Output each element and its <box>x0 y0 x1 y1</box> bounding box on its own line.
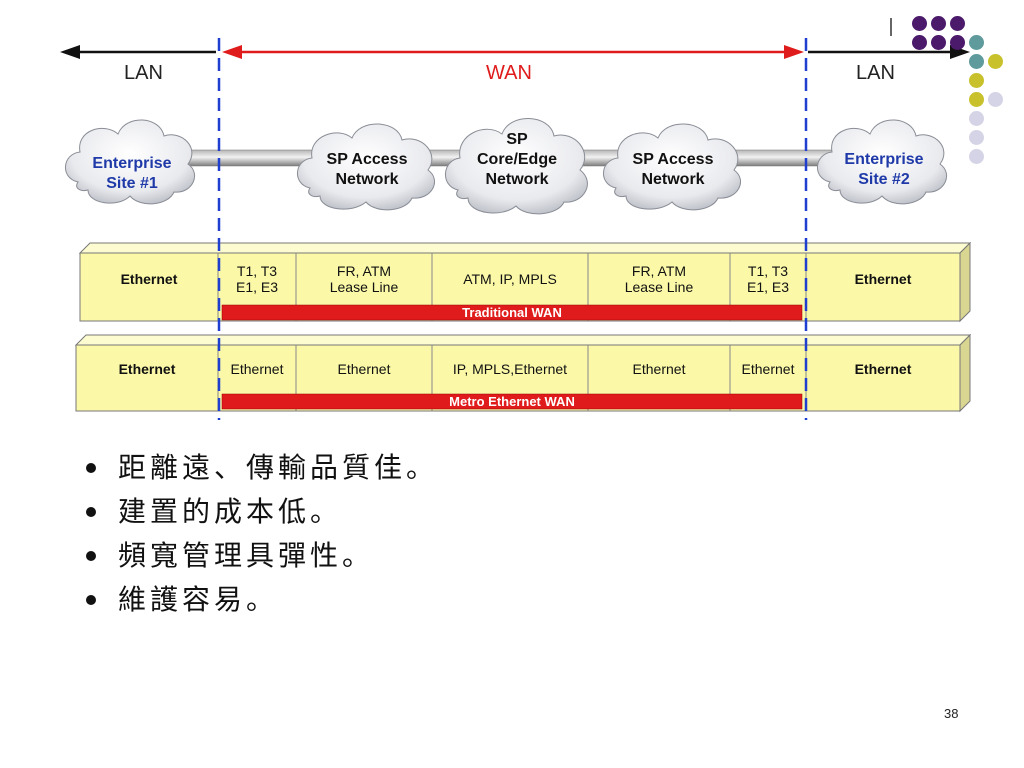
lan-right-arrow <box>808 45 970 59</box>
decor-dot-lavender <box>969 130 984 145</box>
metro-cell: Ethernet <box>118 361 176 377</box>
bullet-icon <box>86 595 96 605</box>
cloud-label-enterprise-site-1: Enterprise Site #1 <box>92 155 172 192</box>
traditional-cell: Ethernet <box>854 271 912 287</box>
traditional-cell: FR, ATM Lease Line <box>624 263 694 295</box>
traditional-cell: ATM, IP, MPLS <box>463 271 557 287</box>
cloud-label-sp-core-edge: SP Core/Edge Network <box>476 131 557 188</box>
decor-dot-purple <box>950 35 965 50</box>
cloud-label-sp-access-left: SP Access Network <box>326 151 408 188</box>
decor-dot-purple <box>950 16 965 31</box>
cloud-label-sp-access-right: SP Access Network <box>632 151 714 188</box>
decor-dot-teal <box>969 35 984 50</box>
decor-dot-purple <box>912 35 927 50</box>
bullet-text: 維護容易。 <box>118 583 279 616</box>
lan-left-arrow <box>60 45 216 59</box>
metro-ethernet-wan-label: Metro Ethernet WAN <box>449 394 575 409</box>
bullet-icon <box>86 507 96 517</box>
metro-ethernet-wan-row <box>74 333 972 413</box>
decor-dot-lavender <box>969 149 984 164</box>
benefits-list: 距離遠、傳輸品質佳。 建置的成本低。 頻寬管理具彈性。 維護容易。 <box>86 446 438 622</box>
lan-right-label: LAN <box>856 62 895 84</box>
traditional-wan-bar <box>221 304 803 321</box>
bullet-text: 頻寬管理具彈性。 <box>118 539 375 572</box>
metro-cell: Ethernet <box>854 361 912 377</box>
wan-label: WAN <box>486 62 532 84</box>
bullet-icon <box>86 463 96 473</box>
decor-dot-olive <box>988 54 1003 69</box>
decor-dot-lavender <box>969 111 984 126</box>
decor-dot-teal <box>969 54 984 69</box>
traditional-cell: T1, T3 E1, E3 <box>746 263 790 295</box>
list-item: 距離遠、傳輸品質佳。 <box>86 446 438 490</box>
decor-dot-olive <box>969 92 984 107</box>
list-item: 建置的成本低。 <box>86 490 438 534</box>
lan-left-label: LAN <box>124 62 163 84</box>
bullet-text: 距離遠、傳輸品質佳。 <box>118 451 439 484</box>
cloud-label-enterprise-site-2: Enterprise Site #2 <box>844 151 924 188</box>
traditional-cell: FR, ATM Lease Line <box>329 263 399 295</box>
list-item: 頻寬管理具彈性。 <box>86 534 438 578</box>
traditional-wan-label: Traditional WAN <box>462 305 562 320</box>
cloud-sp-access-right <box>603 123 741 211</box>
list-item: 維護容易。 <box>86 578 438 622</box>
bullet-icon <box>86 551 96 561</box>
cloud-sp-core-edge <box>445 118 588 215</box>
page-number: 38 <box>944 706 959 721</box>
metro-cell: Ethernet <box>337 361 391 377</box>
cloud-sp-access-left <box>297 123 435 211</box>
metro-cell: Ethernet <box>632 361 686 377</box>
traditional-wan-row <box>78 241 972 323</box>
metro-cell: IP, MPLS,Ethernet <box>452 361 568 377</box>
wan-arrow <box>222 45 804 59</box>
cloud-enterprise-site-1 <box>65 119 195 205</box>
metro-cell: Ethernet <box>230 361 284 377</box>
decor-dot-purple <box>931 35 946 50</box>
decor-dot-olive <box>969 73 984 88</box>
decor-dot-lavender <box>988 92 1003 107</box>
metro-ethernet-wan-bar <box>221 393 803 410</box>
decor-dot-purple <box>912 16 927 31</box>
metro-cell: Ethernet <box>741 361 795 377</box>
traditional-cell: Ethernet <box>120 271 178 287</box>
traditional-cell: T1, T3 E1, E3 <box>235 263 279 295</box>
bullet-text: 建置的成本低。 <box>118 495 343 528</box>
cloud-enterprise-site-2 <box>817 119 947 205</box>
decor-dot-purple <box>931 16 946 31</box>
